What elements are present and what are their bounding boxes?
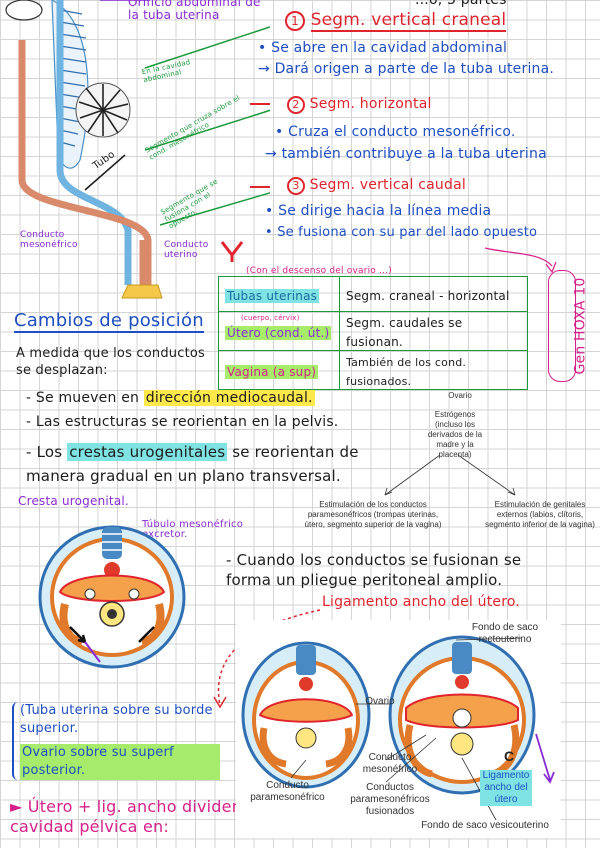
ligamento-label: Ligamento ancho del útero. bbox=[322, 594, 521, 610]
hoxa-bracket bbox=[548, 270, 576, 382]
tuba-ovario-box: (Tuba uterina sobre su borde superior. O… bbox=[12, 702, 220, 780]
pink-arrow-icon bbox=[535, 733, 555, 784]
fimbria-shape bbox=[5, 0, 43, 21]
panel-letter: C bbox=[504, 748, 515, 764]
mullerian-duct-diagram bbox=[5, 0, 270, 299]
label-ovario: Ovario bbox=[365, 696, 395, 707]
segment-3: 3 Segm. vertical caudal • Se dirige haci… bbox=[265, 177, 600, 240]
hormone-left: Estimulación de los conductos paramesoné… bbox=[304, 500, 442, 529]
paramesonephric-duct bbox=[18, 40, 152, 285]
segment-2-line-1: • Cruza el conducto mesonéfrico. bbox=[275, 124, 516, 140]
fusion-text: - Cuando los conductos se fusionan se fo… bbox=[226, 551, 522, 589]
segment-3-title: 3 Segm. vertical caudal bbox=[287, 177, 600, 195]
hoxa-label: Gen HOXA 10 bbox=[572, 277, 589, 375]
urogenital-sinus bbox=[121, 284, 163, 299]
table-caption: (Con el descenso del ovario ...) bbox=[246, 266, 392, 276]
table-cell: Vagina (a sup) bbox=[225, 364, 319, 379]
hormone-ovario: Ovario bbox=[448, 391, 472, 400]
ligamento-arrow-icon bbox=[213, 609, 321, 709]
segment-1: 1 Segm. vertical craneal • Se abre en la… bbox=[258, 10, 595, 77]
cambios-bullet-1: - Se mueven en dirección mediocaudal. bbox=[26, 390, 315, 406]
hormone-arrows bbox=[384, 454, 516, 496]
cambios-intro: A medida que los conductos se desplazan: bbox=[16, 346, 205, 378]
label-conducto-meso: Conducto mesonéfrico bbox=[362, 752, 418, 775]
connector-arrow-icon bbox=[484, 247, 557, 274]
segment-1-title: 1 Segm. vertical craneal bbox=[285, 10, 595, 32]
table-cell: Segm. caudales se fusionan. bbox=[346, 316, 463, 349]
tuba-text: (Tuba uterina sobre su borde superior. bbox=[20, 703, 213, 736]
label-cresta: Cresta urogenital. bbox=[18, 494, 129, 508]
label-ligamento-ancho: Ligamento ancho del útero bbox=[480, 770, 532, 806]
table-cell: También de los cond. fusionados. bbox=[346, 356, 467, 388]
cross-section-diagram-2 bbox=[241, 635, 536, 821]
hormone-estrogenos: Estrógenos (incluso los derivados de la … bbox=[427, 410, 483, 459]
segment-1-line-2: → Dará origen a parte de la tuba uterina… bbox=[258, 61, 555, 77]
table-row: Tubas uterinas Segm. craneal - horizonta… bbox=[218, 276, 528, 312]
segment-2: 2 Segm. horizontal • Cruza el conducto m… bbox=[265, 96, 597, 162]
table-row: Vagina (a sup) También de los cond. fusi… bbox=[218, 350, 528, 390]
label-conducto-mesonefrico: Conducto mesonéfrico bbox=[20, 230, 78, 250]
label-conductos-fus: Conductos paramesonéfricos fusionados bbox=[350, 782, 430, 817]
label-conducto-uterino: Conducto uterino bbox=[164, 240, 209, 260]
cross-section-diagram-1 bbox=[38, 525, 186, 669]
segment-2-line-2: → también contribuye a la tuba uterina bbox=[265, 146, 547, 162]
label-conducto-para: Conducto paramesonéfrico bbox=[250, 780, 325, 803]
segment-3-line-2: • Se fusiona con su par del lado opuesto bbox=[265, 225, 538, 240]
table-cell: Segm. craneal - horizontal bbox=[346, 288, 510, 303]
utero-lig-text: ► Útero + lig. ancho dividen la cavidad … bbox=[10, 797, 262, 836]
segment-1-line-1: • Se abre en la cavidad abdominal bbox=[258, 40, 508, 56]
hormone-right: Estimulación de genitales externos (labi… bbox=[485, 500, 595, 529]
ducts-table: Tubas uterinas Segm. craneal - horizonta… bbox=[218, 276, 528, 390]
label-fondo-vesico: Fondo de saco vesicouterino bbox=[421, 820, 549, 831]
table-cell: Útero (cond. út.) bbox=[225, 325, 332, 340]
label-fondo-recto: Fondo de saco rectouterino bbox=[471, 622, 539, 645]
utero-note: (cuerpo, cérvix) bbox=[241, 314, 300, 322]
ovario-text: Ovario sobre su superf posterior. bbox=[20, 744, 220, 780]
label-orificio: Orificio abdominal de la tuba uterina bbox=[128, 0, 261, 22]
table-cell: Tubas uterinas bbox=[225, 288, 320, 303]
label-partial-top: ...o, 3 partes bbox=[415, 0, 507, 8]
segment-2-title: 2 Segm. horizontal bbox=[287, 96, 597, 114]
cambios-bullet-3: - Los crestas urogenitales se reorientan… bbox=[26, 443, 359, 485]
segment-3-line-1: • Se dirige hacia la línea media bbox=[265, 203, 492, 219]
fusion-mark-icon bbox=[220, 241, 244, 258]
cambios-bullet-2: - Las estructuras se reorientan en la pe… bbox=[26, 414, 339, 430]
cambios-title: Cambios de posición bbox=[14, 310, 204, 333]
gonad-stripes bbox=[78, 84, 129, 136]
table-row: (cuerpo, cérvix) Útero (cond. út.) Segm.… bbox=[218, 311, 528, 351]
label-tubulo: Túbulo mesonéfrico excretor. bbox=[142, 519, 244, 540]
